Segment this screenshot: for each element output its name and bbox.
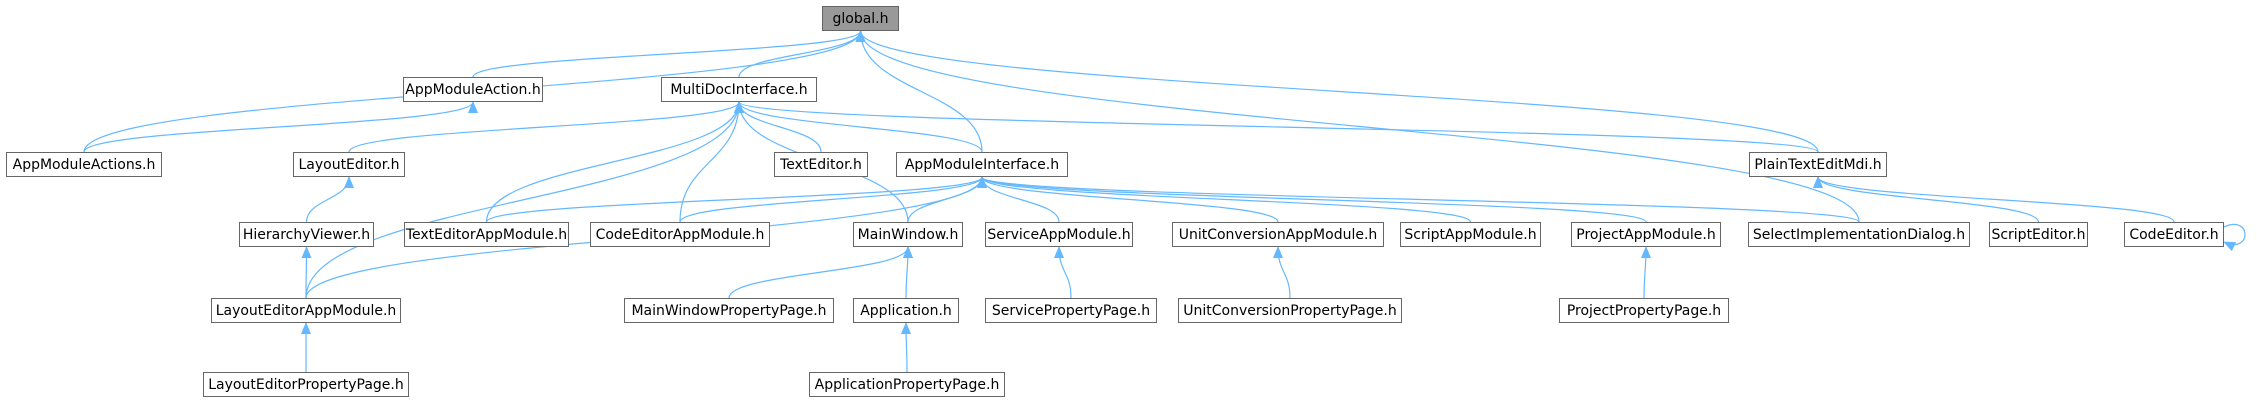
edge-layouteditorappmodule-h-to-multidocinterface-h xyxy=(305,101,744,299)
node-servicepropertypage-h[interactable]: ServicePropertyPage.h xyxy=(985,298,1157,323)
node-codeeditorappmodule-h[interactable]: CodeEditorAppModule.h xyxy=(590,222,770,247)
node-projectappmodule-h[interactable]: ProjectAppModule.h xyxy=(1571,222,1721,247)
edge-appmoduleinterface-h-to-multidocinterface-h xyxy=(734,101,983,153)
node-unitconversionpropertypage-h[interactable]: UnitConversionPropertyPage.h xyxy=(1178,298,1402,323)
node-appmoduleactions-h[interactable]: AppModuleActions.h xyxy=(6,152,162,177)
edge-codeeditorappmodule-h-to-appmoduleinterface-h xyxy=(679,176,987,223)
edge-selectimplementationdialog-h-to-global-h xyxy=(855,30,1860,223)
edge-codeeditor-h-to-codeeditor-h xyxy=(2223,224,2246,252)
edge-appmoduleinterface-h-to-global-h xyxy=(855,30,983,153)
node-multidocinterface-h[interactable]: MultiDocInterface.h xyxy=(661,77,817,102)
node-serviceappmodule-h[interactable]: ServiceAppModule.h xyxy=(985,222,1133,247)
node-unitconversionappmodule-h[interactable]: UnitConversionAppModule.h xyxy=(1172,222,1384,247)
node-layouteditor-h[interactable]: LayoutEditor.h xyxy=(293,152,405,177)
node-codeeditor-h[interactable]: CodeEditor.h xyxy=(2124,222,2224,247)
edge-servicepropertypage-h-to-serviceappmodule-h xyxy=(1054,246,1072,299)
edge-codeeditor-h-to-plaintexteditmdi-h xyxy=(1813,176,2175,223)
edge-codeeditorappmodule-h-to-multidocinterface-h xyxy=(679,101,744,223)
edge-texteditorappmodule-h-to-multidocinterface-h xyxy=(485,101,744,223)
node-layouteditorappmodule-h[interactable]: LayoutEditorAppModule.h xyxy=(211,298,401,323)
edge-texteditorappmodule-h-to-appmoduleinterface-h xyxy=(485,176,987,223)
edge-plaintexteditmdi-h-to-global-h xyxy=(855,30,1819,153)
node-mainwindow-h[interactable]: MainWindow.h xyxy=(853,222,963,247)
node-scripteditor-h[interactable]: ScriptEditor.h xyxy=(1989,222,2088,247)
node-texteditorappmodule-h[interactable]: TextEditorAppModule.h xyxy=(404,222,569,247)
edge-selectimplementationdialog-h-to-appmoduleinterface-h xyxy=(977,176,1860,223)
node-hierarchyviewer-h[interactable]: HierarchyViewer.h xyxy=(239,222,374,247)
edge-hierarchyviewer-h-to-layouteditor-h xyxy=(305,176,354,223)
edge-projectappmodule-h-to-appmoduleinterface-h xyxy=(977,176,1647,223)
edge-unitconversionappmodule-h-to-appmoduleinterface-h xyxy=(977,176,1279,223)
node-application-h[interactable]: Application.h xyxy=(853,298,959,323)
node-texteditor-h[interactable]: TextEditor.h xyxy=(774,152,868,177)
edge-appmoduleaction-h-to-global-h xyxy=(472,30,866,78)
edge-layouteditorappmodule-h-to-hierarchyviewer-h xyxy=(301,246,312,299)
node-plaintexteditmdi-h[interactable]: PlainTextEditMdi.h xyxy=(1749,152,1887,177)
node-applicationpropertypage-h[interactable]: ApplicationPropertyPage.h xyxy=(809,372,1005,397)
edge-appmoduleactions-h-to-appmoduleaction-h xyxy=(83,101,478,153)
node-layouteditorpropertypage-h[interactable]: LayoutEditorPropertyPage.h xyxy=(203,372,409,397)
node-projectpropertypage-h[interactable]: ProjectPropertyPage.h xyxy=(1559,298,1729,323)
edge-multidocinterface-h-to-global-h xyxy=(738,30,866,78)
edge-application-h-to-mainwindow-h xyxy=(902,246,913,299)
edge-projectpropertypage-h-to-projectappmodule-h xyxy=(1640,246,1651,299)
edge-layouteditor-h-to-multidocinterface-h xyxy=(348,101,744,153)
node-global-h[interactable]: global.h xyxy=(822,6,899,31)
edge-plaintexteditmdi-h-to-multidocinterface-h xyxy=(734,101,1819,153)
node-scriptappmodule-h[interactable]: ScriptAppModule.h xyxy=(1400,222,1541,247)
edge-scriptappmodule-h-to-appmoduleinterface-h xyxy=(977,176,1472,223)
node-appmoduleaction-h[interactable]: AppModuleAction.h xyxy=(403,77,543,102)
node-selectimplementationdialog-h[interactable]: SelectImplementationDialog.h xyxy=(1748,222,1970,247)
edge-applicationpropertypage-h-to-application-h xyxy=(901,322,912,373)
edge-mainwindowpropertypage-h-to-mainwindow-h xyxy=(728,246,913,299)
node-mainwindowpropertypage-h[interactable]: MainWindowPropertyPage.h xyxy=(624,298,834,323)
edge-unitconversionpropertypage-h-to-unitconversionappmodule-h xyxy=(1273,246,1291,299)
node-appmoduleinterface-h[interactable]: AppModuleInterface.h xyxy=(896,152,1068,177)
edge-scripteditor-h-to-plaintexteditmdi-h xyxy=(1813,176,2040,223)
